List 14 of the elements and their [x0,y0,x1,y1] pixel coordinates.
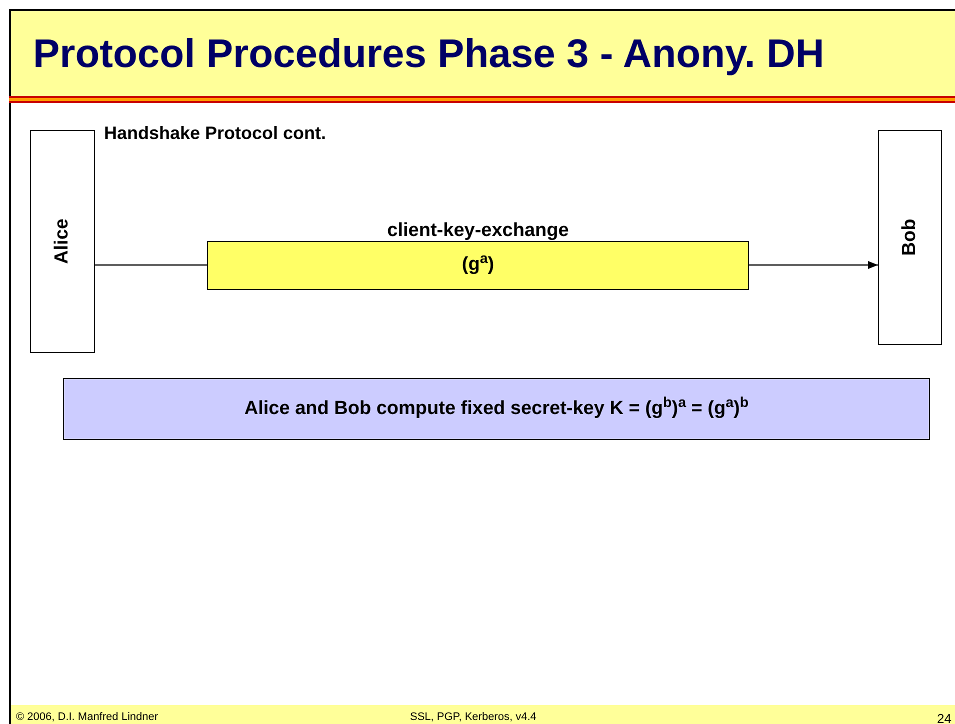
actor-name: Alice [50,218,74,264]
actor-name: Bob [898,219,921,256]
message-content: (g$^{a}$) [462,251,494,278]
actor-box [878,130,942,345]
section-heading: Handshake Protocol cont. [104,122,326,145]
title: Protocol Procedures Phase 3 - Anony. DH [33,34,824,74]
actor-box [30,130,95,353]
footer-copyright: © 2006, D.I. Manfred Lindner [16,710,158,724]
note-text: Alice and Bob compute fixed secret-key K = (g$^{b}$)$^{a}$ = (g$^{a}$)$^{b}$ [244,394,749,421]
note-box [63,378,930,440]
message-name: client-key-exchange [386,219,570,243]
page-number: 24 [937,710,952,724]
footer-course: SSL, PGP, Kerberos, v4.4 [410,710,536,724]
arrow [749,261,878,269]
